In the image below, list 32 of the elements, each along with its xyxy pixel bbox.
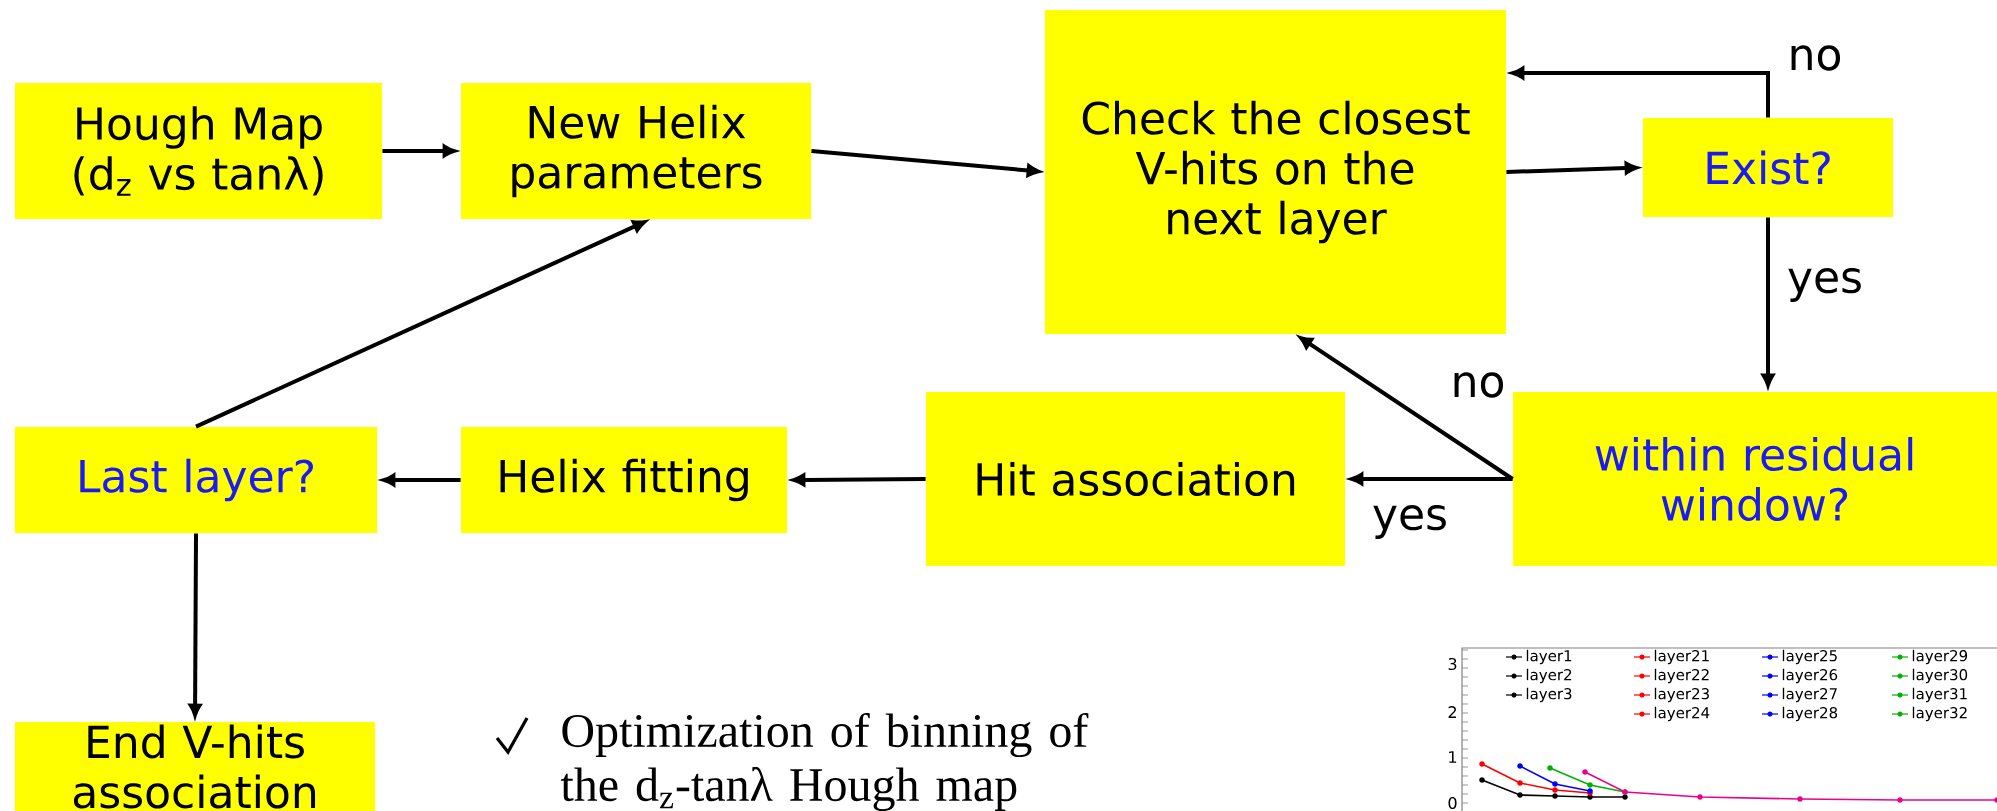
process-box: Check the closest V-hits on the next layer — [1045, 10, 1506, 334]
process-box: Hough Map (d$_{z}$ vs tanλ) — [15, 83, 382, 219]
legend-label: layer27 — [1782, 687, 1837, 703]
legend-label: layer29 — [1912, 649, 1968, 665]
legend-label: layer31 — [1912, 687, 1967, 703]
edge-label: yes — [1788, 268, 1861, 302]
process-box: Last layer? — [15, 427, 377, 533]
edge-label: yes — [1373, 505, 1446, 539]
legend-label: layer25 — [1782, 649, 1837, 665]
process-box: Exist? — [1643, 118, 1893, 217]
legend-label: layer22 — [1654, 668, 1709, 684]
process-box: End V-hits association — [15, 722, 375, 811]
process-box: Hit association — [926, 392, 1345, 566]
process-box: within residual window? — [1513, 392, 1997, 566]
legend-label: layer3 — [1526, 687, 1572, 703]
tick-label: 3 — [1448, 657, 1457, 671]
bullet-text: Optimization of binning of the d$_{z}$-tanλ Hough map — [560, 712, 1089, 811]
legend-label: layer24 — [1654, 706, 1710, 722]
tick-label: 0 — [1448, 796, 1457, 810]
legend-label: layer2 — [1526, 668, 1572, 684]
process-box: Helix fitting — [461, 427, 787, 533]
legend-label: layer1 — [1526, 649, 1572, 665]
edge-label: no — [1791, 45, 1841, 71]
legend-label: layer26 — [1782, 668, 1838, 684]
legend-label: layer32 — [1912, 706, 1967, 722]
legend-label: layer21 — [1654, 649, 1709, 665]
tick-label: 1 — [1449, 751, 1457, 763]
legend-label: layer23 — [1654, 687, 1709, 703]
legend-label: layer30 — [1912, 668, 1968, 684]
tick-label: 2 — [1448, 706, 1456, 718]
process-box: New Helix parameters — [461, 83, 811, 219]
legend-label: layer28 — [1782, 706, 1838, 722]
